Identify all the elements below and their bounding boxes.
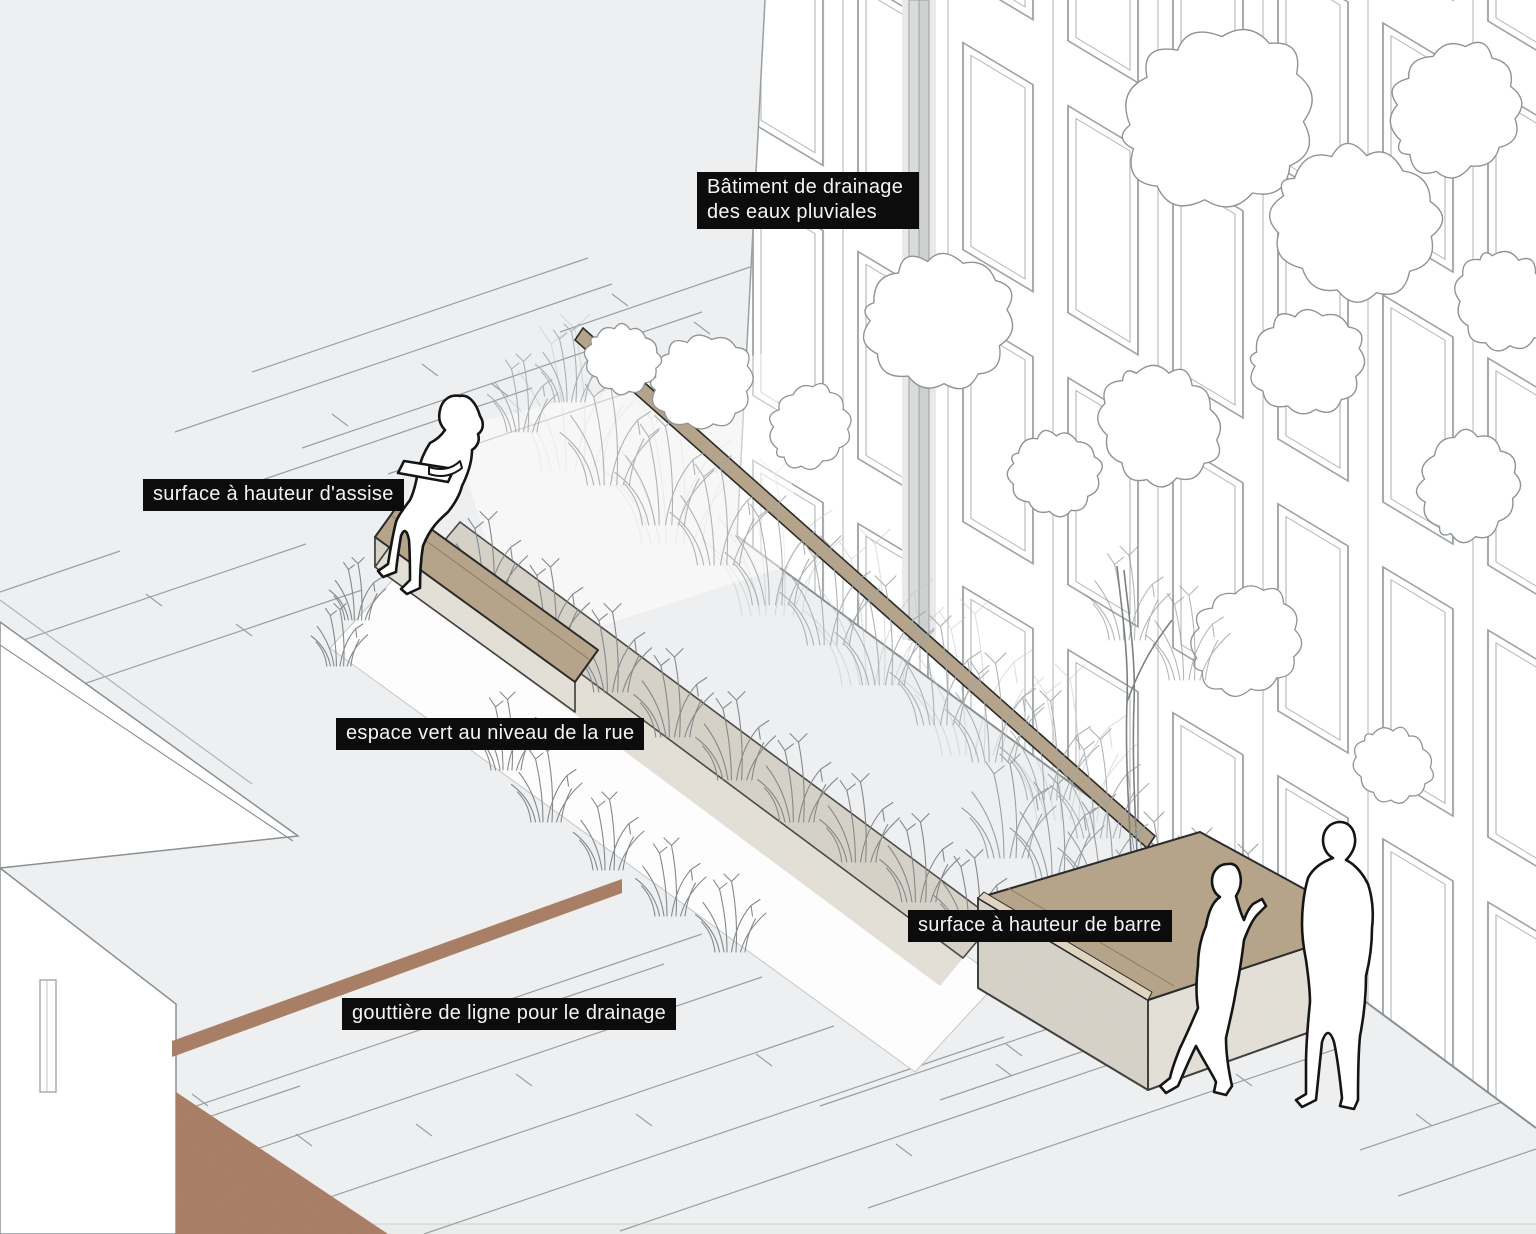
street-corner — [176, 1092, 388, 1234]
gutter-strip — [172, 879, 622, 1057]
label-building-drainage: Bâtiment de drainage des eaux pluviales — [697, 172, 919, 229]
reading-arm — [428, 460, 463, 477]
label-bar-height-surface: surface à hauteur de barre — [908, 910, 1172, 942]
planter-back-rail — [452, 326, 1157, 850]
left-building-wall — [0, 867, 177, 1234]
standing-person-leaning-silhouette — [1294, 820, 1375, 1111]
label-seat-height-surface: surface à hauteur d'assise — [143, 479, 404, 511]
left-building-door — [39, 979, 57, 1093]
standing-person-gesturing-silhouette — [1158, 862, 1268, 1097]
sitting-person-silhouette — [376, 394, 485, 596]
bench-seat-top — [374, 504, 599, 683]
label-street-level-green-space: espace vert au niveau de la rue — [336, 718, 645, 750]
label-line-gutter-drainage: gouttière de ligne pour le drainage — [342, 998, 677, 1030]
street-and-gutter — [172, 879, 622, 1234]
glass-veil — [452, 352, 806, 652]
seat-bench — [374, 504, 599, 713]
paving-ticks — [145, 293, 1433, 1157]
left-building — [0, 599, 301, 1234]
